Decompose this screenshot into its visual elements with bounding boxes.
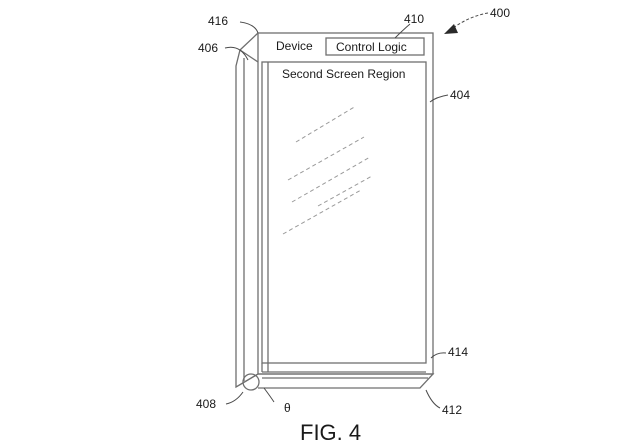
arrowhead-400 [444, 24, 458, 34]
ref-406: 406 [198, 41, 218, 55]
leader-406 [224, 46, 249, 61]
device-body [235, 32, 435, 389]
hinge-strip-outline [235, 32, 259, 389]
leader-414 [430, 352, 447, 359]
control-logic-label: Control Logic [336, 40, 407, 54]
second-screen-region [261, 61, 427, 364]
device-label: Device [276, 39, 313, 53]
leader-412 [425, 389, 441, 409]
screen-glare-lines [282, 105, 373, 235]
device-front-face [257, 32, 434, 375]
leader-416 [239, 21, 259, 34]
ref-410: 410 [404, 12, 424, 26]
leader-408 [225, 391, 244, 405]
leader-lines [224, 12, 489, 409]
leader-410 [394, 23, 411, 39]
hinge-circle [242, 373, 260, 391]
ref-412: 412 [442, 403, 462, 417]
ref-416: 416 [208, 14, 228, 28]
leader-404 [429, 94, 449, 103]
bottom-edge-band [235, 373, 435, 389]
theta-label: θ [284, 401, 291, 415]
second-screen-label: Second Screen Region [282, 67, 405, 81]
leader-theta [263, 387, 275, 403]
figure-caption: FIG. 4 [300, 420, 361, 445]
ref-404: 404 [450, 88, 470, 102]
ref-408: 408 [196, 397, 216, 411]
control-logic-box [325, 37, 425, 56]
ref-414: 414 [448, 345, 468, 359]
ref-400: 400 [490, 6, 510, 20]
leader-400 [452, 12, 489, 29]
